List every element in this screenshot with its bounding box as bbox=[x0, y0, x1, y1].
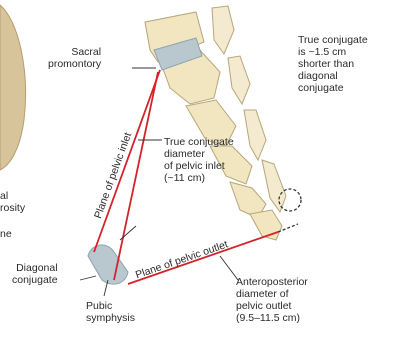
label-pubic-symphysis: Pubic symphysis bbox=[86, 300, 135, 324]
label-sacral-promontory: Sacral promontory bbox=[48, 46, 101, 70]
hip-bone-partial bbox=[0, 5, 26, 170]
leader-diagonal-to-line bbox=[120, 226, 136, 240]
plane-of-pelvic-inlet-line bbox=[94, 70, 160, 252]
label-partial-left-1: al bbox=[0, 190, 8, 202]
label-ap-outlet: Anteroposterior diameter of pelvic outle… bbox=[236, 276, 308, 324]
leader-diagonal-conjugate bbox=[80, 276, 96, 280]
label-partial-left-3: ne bbox=[0, 228, 12, 240]
label-true-conjugate-note: True conjugate is ~1.5 cm shorter than d… bbox=[298, 34, 368, 94]
crest-piece-3 bbox=[244, 110, 266, 160]
crest-piece-2 bbox=[228, 56, 250, 104]
label-diagonal-conjugate: Diagonal conjugate bbox=[12, 262, 58, 286]
crest-piece-1 bbox=[212, 6, 234, 54]
diagonal-conjugate-line bbox=[114, 72, 158, 280]
label-partial-left-2: rosity bbox=[0, 202, 25, 214]
label-true-conjugate-diameter: True conjugate diameter of pelvic inlet … bbox=[164, 136, 234, 184]
